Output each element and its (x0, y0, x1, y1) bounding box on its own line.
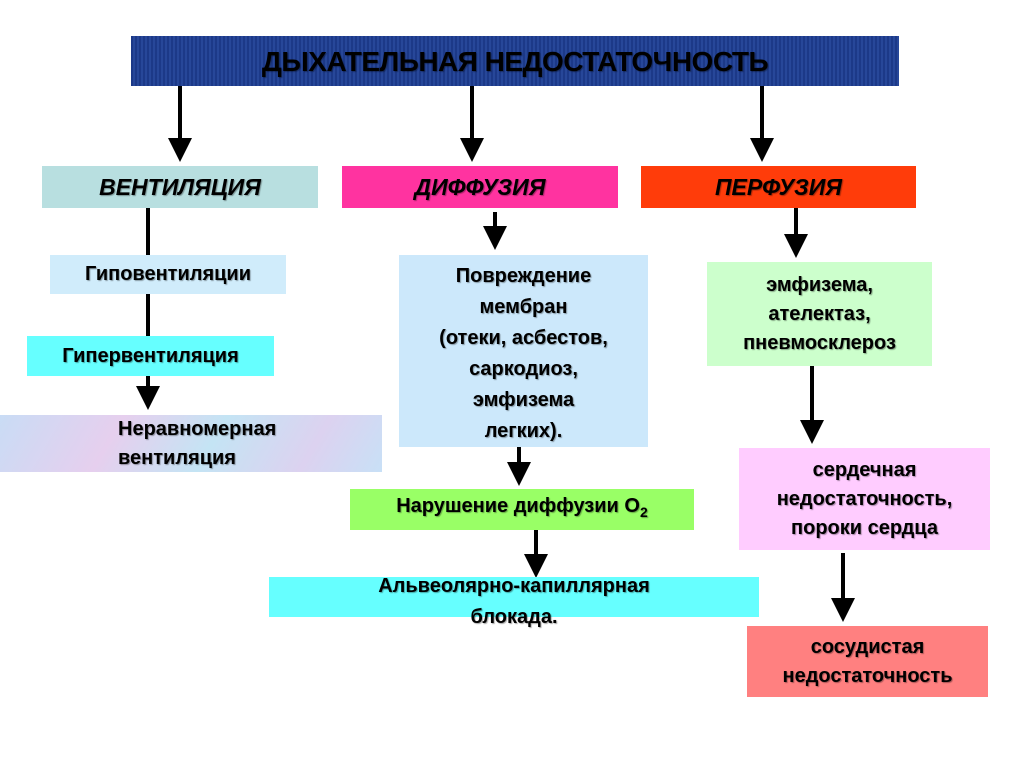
text-line: легких). (484, 420, 563, 442)
hypoventilation-box: Гиповентиляции (50, 255, 286, 294)
text-line: (отеки, асбестов, (439, 327, 608, 349)
heart-failure-box: сердечная недостаточность, пороки сердца (739, 448, 990, 550)
text-line: мембран (479, 296, 568, 318)
uneven-ventilation-line2: вентиляция (118, 446, 236, 469)
diffusion-box: ДИФФУЗИЯ (342, 166, 618, 208)
o2-diffusion-box: Нарушение диффузии О2 (350, 489, 694, 530)
text-line: ателектаз, (768, 302, 871, 325)
o2-diffusion-label: Нарушение диффузии О2 (396, 495, 648, 520)
ventilation-label: ВЕНТИЛЯЦИЯ (99, 173, 261, 200)
lung-conditions-box: эмфизема, ателектаз, пневмосклероз (707, 262, 932, 366)
text-line: недостаточность, (776, 487, 953, 510)
ventilation-box: ВЕНТИЛЯЦИЯ (42, 166, 318, 208)
text-line: саркодиоз, (469, 358, 578, 380)
text-line: сосудистая (810, 635, 925, 658)
hyperventilation-label: Гипервентиляция (62, 344, 239, 367)
hyperventilation-box: Гипервентиляция (27, 336, 274, 376)
text-line: пороки сердца (791, 516, 938, 539)
text-line: блокада. (470, 606, 558, 628)
text-line: эмфизема (472, 389, 575, 411)
hypoventilation-label: Гиповентиляции (84, 263, 251, 285)
text-line: сердечная (812, 458, 917, 481)
text-line: недостаточность (782, 664, 953, 687)
diffusion-label: ДИФФУЗИЯ (414, 173, 546, 200)
perfusion-label: ПЕРФУЗИЯ (714, 173, 843, 200)
membrane-damage-box: Повреждение мембран (отеки, асбестов, са… (399, 255, 648, 447)
uneven-ventilation-box: Неравномерная вентиляция (0, 415, 382, 472)
text-line: Альвеолярно-капиллярная (378, 575, 650, 597)
perfusion-box: ПЕРФУЗИЯ (641, 166, 916, 208)
uneven-ventilation-line1: Неравномерная (118, 417, 277, 440)
vascular-failure-box: сосудистая недостаточность (747, 626, 988, 697)
text-line: пневмосклероз (743, 331, 896, 354)
text-line: Повреждение (455, 265, 592, 287)
alveolar-block-box: Альвеолярно-капиллярная блокада. (269, 575, 759, 628)
text-line: эмфизема, (766, 273, 873, 296)
title-box: ДЫХАТЕЛЬНАЯ НЕДОСТАТОЧНОСТЬ (131, 36, 899, 86)
title: ДЫХАТЕЛЬНАЯ НЕДОСТАТОЧНОСТЬ (261, 45, 769, 77)
